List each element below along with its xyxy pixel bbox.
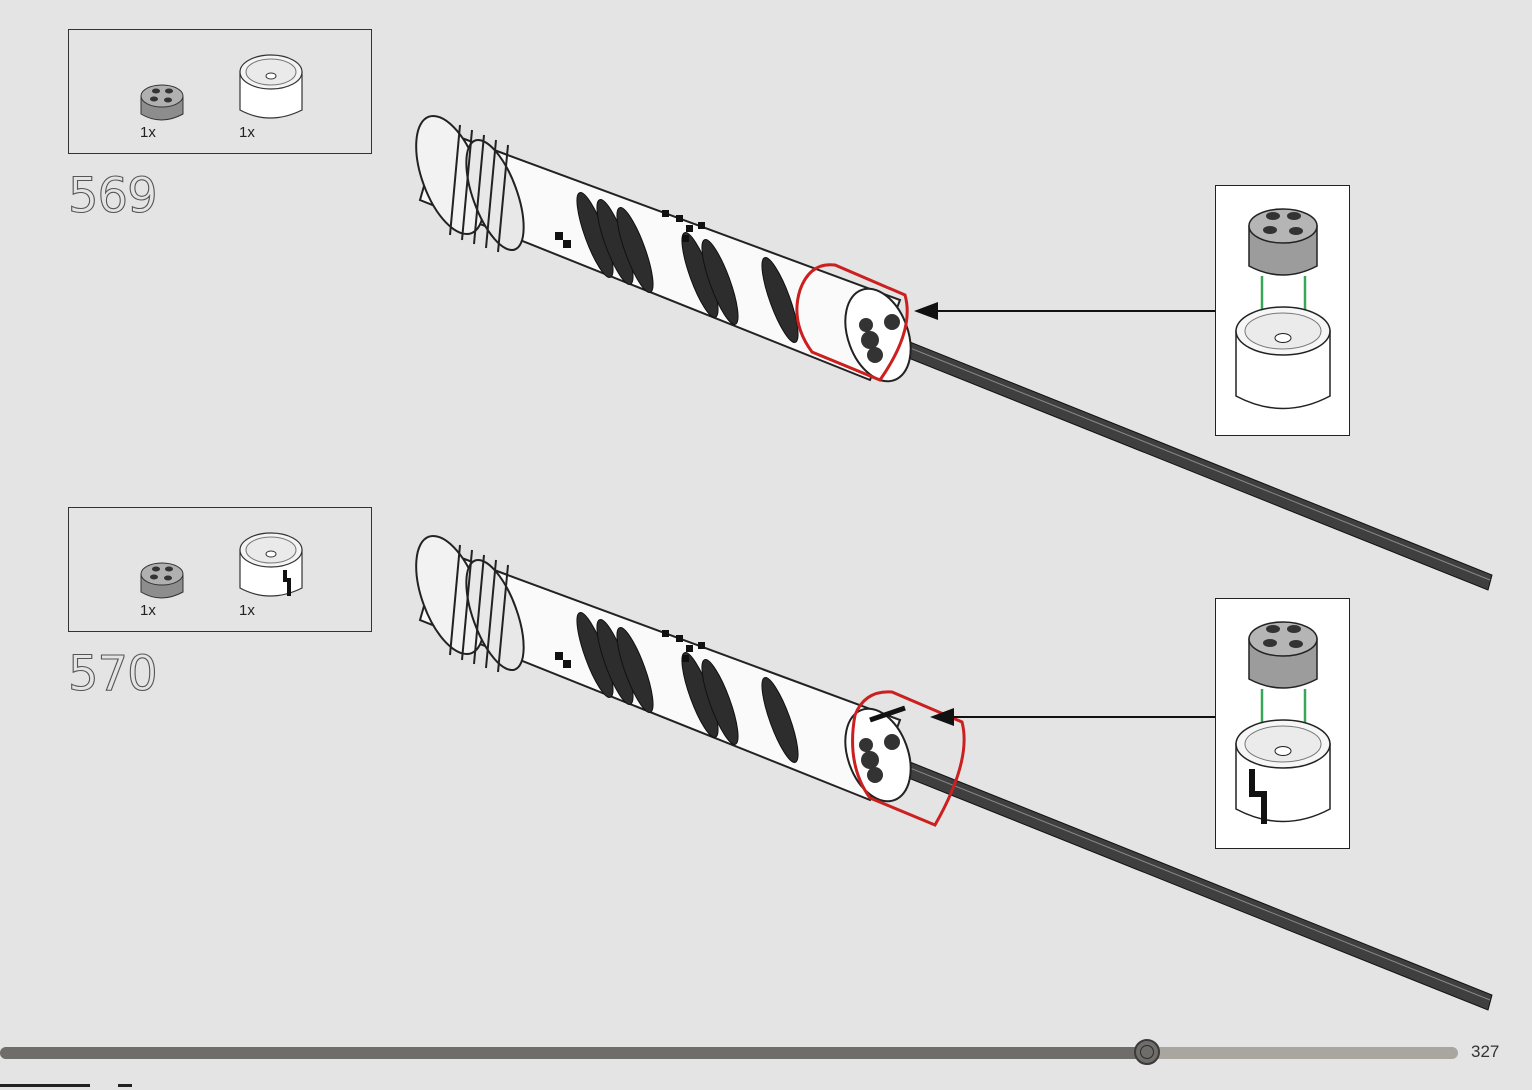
pointer-arrow-569 <box>914 302 1216 320</box>
grey-round-2x2-brick-icon <box>1249 209 1317 275</box>
footer-marks <box>0 1084 140 1087</box>
pointer-arrow-570 <box>930 708 1216 726</box>
page-progress-bar[interactable] <box>0 1047 1458 1059</box>
callout-569 <box>1215 185 1350 436</box>
white-round-2x2-brick-decorated-icon <box>1236 720 1330 824</box>
page-number: 327 <box>1471 1042 1499 1062</box>
white-round-2x2-brick-icon <box>1236 307 1330 409</box>
callout-570 <box>1215 598 1350 849</box>
progress-fill <box>0 1047 1147 1059</box>
grey-round-2x2-brick-icon <box>1249 622 1317 688</box>
